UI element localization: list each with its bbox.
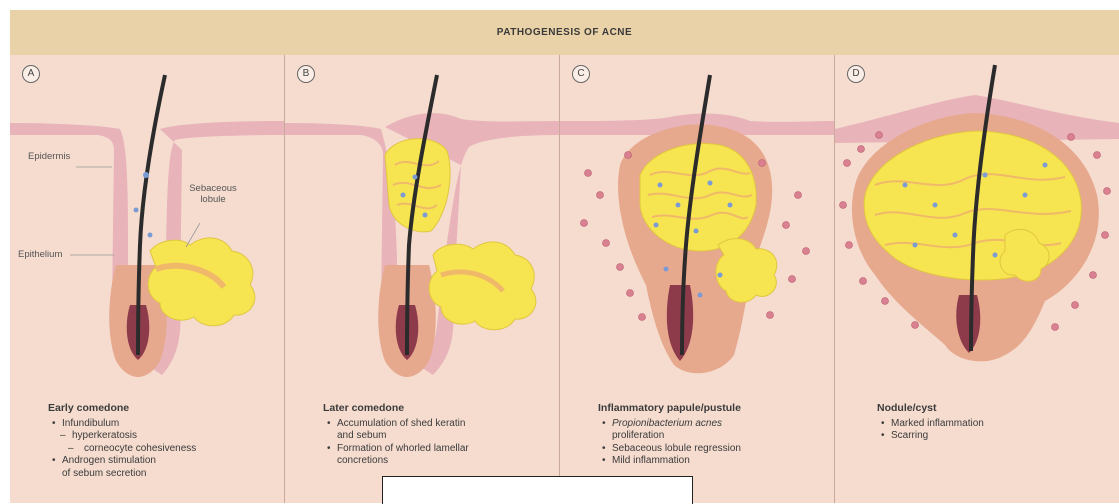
caption-item: and sebum bbox=[337, 430, 469, 443]
caption-item: of sebum secretion bbox=[62, 468, 196, 481]
epithelium-label: Epithelium bbox=[18, 249, 62, 260]
figure-title: PATHOGENESIS OF ACNE bbox=[10, 10, 1119, 55]
blank-overlay-box bbox=[382, 476, 693, 504]
caption-later-comedone: Later comedone Accumulation of shed kera… bbox=[323, 402, 469, 468]
caption-item: Accumulation of shed keratin bbox=[337, 418, 469, 431]
sebaceous-lobule-label: Sebaceous lobule bbox=[186, 183, 240, 205]
caption-inflammatory-papule: Inflammatory papule/pustule Propionibact… bbox=[598, 402, 741, 468]
caption-item: corneocyte cohesiveness bbox=[62, 443, 196, 456]
caption-item: Scarring bbox=[891, 430, 984, 443]
caption-title: Later comedone bbox=[323, 402, 469, 415]
sebaceous-lobule bbox=[429, 242, 536, 330]
panel-letter-b: B bbox=[297, 65, 315, 83]
caption-item: Sebaceous lobule regression bbox=[612, 443, 741, 456]
caption-item: concretions bbox=[337, 455, 469, 468]
caption-list: Infundibulum hyperkeratosis corneocyte c… bbox=[48, 418, 196, 481]
panel-nodule-cyst: D Nodule/cyst Marked inflammation Scarri… bbox=[835, 55, 1119, 503]
panel-letter-c: C bbox=[572, 65, 590, 83]
caption-title: Inflammatory papule/pustule bbox=[598, 402, 741, 415]
acne-pathogenesis-figure: PATHOGENESIS OF ACNE A Epidermis Sebaceo… bbox=[10, 10, 1119, 503]
caption-title: Early comedone bbox=[48, 402, 196, 415]
bacteria bbox=[143, 172, 149, 178]
caption-list: Propionibacterium acnes proliferation Se… bbox=[598, 418, 741, 468]
caption-title: Nodule/cyst bbox=[877, 402, 984, 415]
epidermis-label: Epidermis bbox=[28, 151, 70, 162]
caption-item: Mild inflammation bbox=[612, 455, 741, 468]
caption-item: Formation of whorled lamellar bbox=[337, 443, 469, 456]
panel-later-comedone: B Later comedone Accumulation of shed ke… bbox=[285, 55, 559, 503]
panel-inflammatory-papule: C Inflammatory papule/pustule Propioniba… bbox=[560, 55, 834, 503]
caption-item: Infundibulum bbox=[62, 418, 196, 431]
caption-list: Marked inflammation Scarring bbox=[877, 418, 984, 443]
sebaceous-lobule bbox=[148, 238, 255, 326]
caption-list: Accumulation of shed keratin and sebum F… bbox=[323, 418, 469, 468]
panel-letter-a: A bbox=[22, 65, 40, 83]
panel-early-comedone: A Epidermis Sebaceous lobule Epithelium … bbox=[10, 55, 284, 503]
panel-letter-d: D bbox=[847, 65, 865, 83]
caption-early-comedone: Early comedone Infundibulum hyperkeratos… bbox=[48, 402, 196, 480]
caption-item: hyperkeratosis bbox=[62, 430, 196, 443]
caption-item: Androgen stimulation bbox=[62, 455, 196, 468]
caption-item: Marked inflammation bbox=[891, 418, 984, 431]
caption-nodule-cyst: Nodule/cyst Marked inflammation Scarring bbox=[877, 402, 984, 443]
caption-item: Propionibacterium acnes bbox=[612, 418, 741, 431]
caption-item: proliferation bbox=[612, 430, 741, 443]
